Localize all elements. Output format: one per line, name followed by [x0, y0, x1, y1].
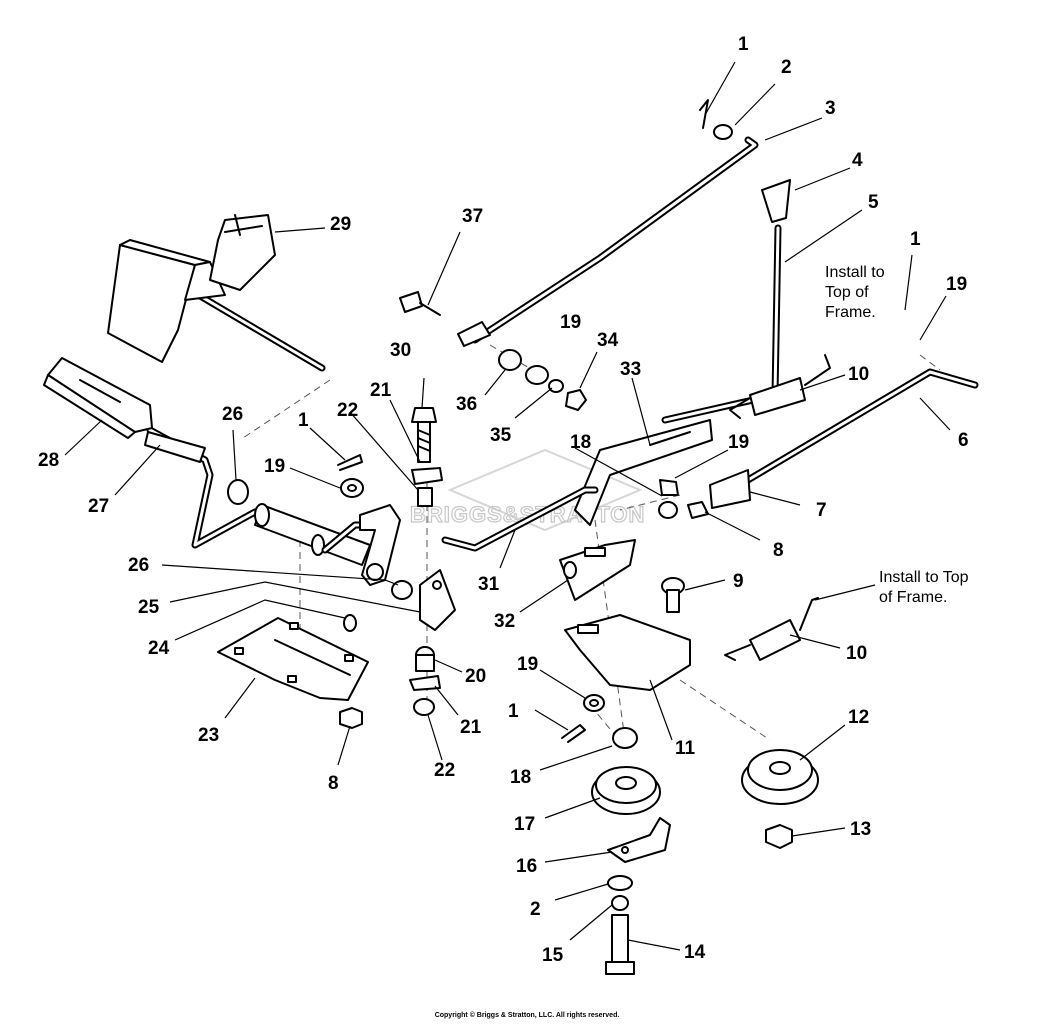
bolt-stack-part-14 [605, 875, 635, 975]
callout-1b: 1 [910, 229, 921, 250]
bracket-part-32 [559, 539, 636, 601]
callout-5: 5 [868, 192, 879, 213]
callout-3: 3 [825, 98, 836, 119]
callout-22b: 22 [434, 760, 455, 781]
clip-washer-lower [561, 694, 605, 743]
callout-19: 19 [946, 274, 967, 295]
callout-14: 14 [684, 942, 706, 963]
spring-part-10-top [729, 354, 831, 419]
callout-28: 28 [38, 450, 59, 471]
callout-2: 2 [781, 57, 792, 78]
callout-1c: 1 [298, 410, 309, 431]
bolt-stack-part-30 [409, 407, 443, 716]
hardware-part-34-36 [498, 349, 587, 411]
callout-11: 11 [675, 738, 696, 759]
note-top-line-2: Top of [825, 284, 869, 301]
callout-9: 9 [733, 571, 744, 592]
callout-36: 36 [456, 394, 477, 415]
callout-16: 16 [516, 856, 537, 877]
callout-20: 20 [465, 666, 486, 687]
control-rod-part-3 [399, 99, 759, 347]
install-note-top: Install to Top of Frame. [825, 264, 885, 321]
clip-washer-left [337, 454, 364, 498]
brake-pedal-part-29 [107, 214, 326, 372]
callout-4: 4 [852, 150, 863, 171]
bushing-part-18 [612, 727, 638, 749]
bolt-part-9 [661, 577, 685, 613]
callout-34: 34 [597, 330, 619, 351]
bracket-part-11 [564, 614, 691, 691]
callout-30: 30 [390, 340, 411, 361]
install-note-mid: Install to Top of Frame. [879, 569, 969, 606]
callout-27: 27 [88, 496, 109, 517]
callout-2b: 2 [530, 899, 541, 920]
callout-31: 31 [478, 574, 500, 595]
callout-1: 1 [738, 34, 749, 55]
callout-12: 12 [848, 707, 869, 728]
watermark: BRIGGS&STRATTON [409, 448, 645, 532]
note-mid-line-1: Install to Top [879, 569, 969, 586]
callout-19e: 19 [517, 654, 538, 675]
pivot-shaft-part-24 [227, 479, 456, 631]
spring-part-10-mid [724, 597, 819, 661]
callout-21: 21 [370, 380, 392, 401]
callout-8: 8 [773, 540, 784, 561]
pulley-part-12 [741, 749, 819, 805]
nut-part-8 [339, 707, 363, 729]
copyright-text: Copyright © Briggs & Stratton, LLC. All … [434, 1012, 620, 1019]
callout-25: 25 [138, 597, 160, 618]
callout-33: 33 [620, 359, 641, 380]
callout-18: 18 [570, 432, 591, 453]
bracket-part-23 [217, 614, 369, 726]
callout-26: 26 [222, 404, 243, 425]
callout-10: 10 [848, 364, 869, 385]
rod-part-31 [441, 486, 599, 552]
callout-29: 29 [330, 214, 351, 235]
bracket-part-16 [607, 817, 671, 863]
pulley-part-17 [591, 766, 661, 815]
callout-23: 23 [198, 725, 219, 746]
callout-17: 17 [514, 814, 535, 835]
callout-19b: 19 [560, 312, 581, 333]
callout-13: 13 [850, 819, 871, 840]
callout-6: 6 [958, 430, 969, 451]
callout-24: 24 [148, 638, 170, 659]
callout-18b: 18 [510, 767, 531, 788]
shift-rod-part-5 [661, 179, 791, 424]
callout-22: 22 [337, 400, 358, 421]
callout-7: 7 [816, 500, 827, 521]
note-top-line-3: Frame. [825, 304, 876, 321]
callout-19d: 19 [264, 456, 285, 477]
leader-lines [64, 61, 951, 951]
note-mid-line-2: of Frame. [879, 589, 947, 606]
callout-26b: 26 [128, 555, 149, 576]
callout-19c: 19 [728, 432, 749, 453]
callout-32: 32 [494, 611, 515, 632]
callout-37: 37 [462, 206, 483, 227]
callout-8b: 8 [328, 773, 339, 794]
note-top-line-1: Install to [825, 264, 885, 281]
callout-15: 15 [542, 945, 564, 966]
callout-35: 35 [490, 425, 512, 446]
bracket-part-33 [574, 419, 713, 526]
callout-21b: 21 [460, 717, 482, 738]
spring-rod-part-6 [658, 368, 979, 519]
callout-1d: 1 [508, 701, 519, 722]
nut-part-13 [765, 824, 793, 849]
callout-10b: 10 [846, 643, 867, 664]
callout-labels: 1 2 3 4 5 1 19 29 37 30 21 22 19 34 33 3… [38, 34, 969, 966]
